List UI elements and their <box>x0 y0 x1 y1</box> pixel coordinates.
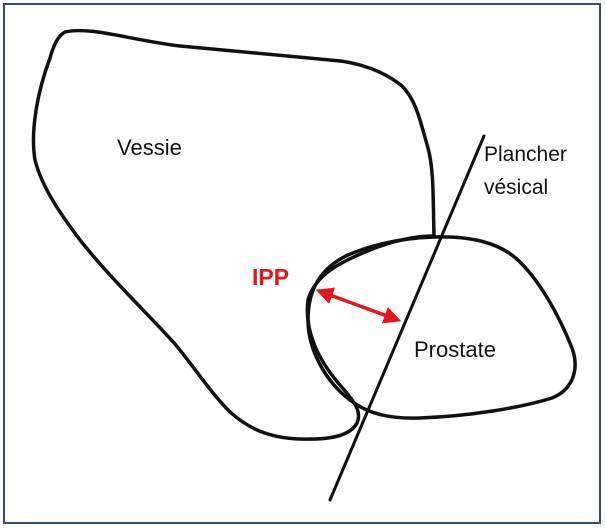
bladder-floor-line <box>330 136 484 500</box>
frame-border <box>4 4 600 523</box>
prostate-label: Prostate <box>414 337 496 362</box>
floor-label-line2: vésical <box>484 176 548 199</box>
prostate-outline <box>308 237 575 418</box>
ipp-label: IPP <box>252 264 289 290</box>
floor-label-line1: Plancher <box>484 143 567 166</box>
bladder-outline <box>33 31 434 440</box>
ipp-arrow <box>319 291 398 320</box>
bladder-label: Vessie <box>117 135 182 160</box>
